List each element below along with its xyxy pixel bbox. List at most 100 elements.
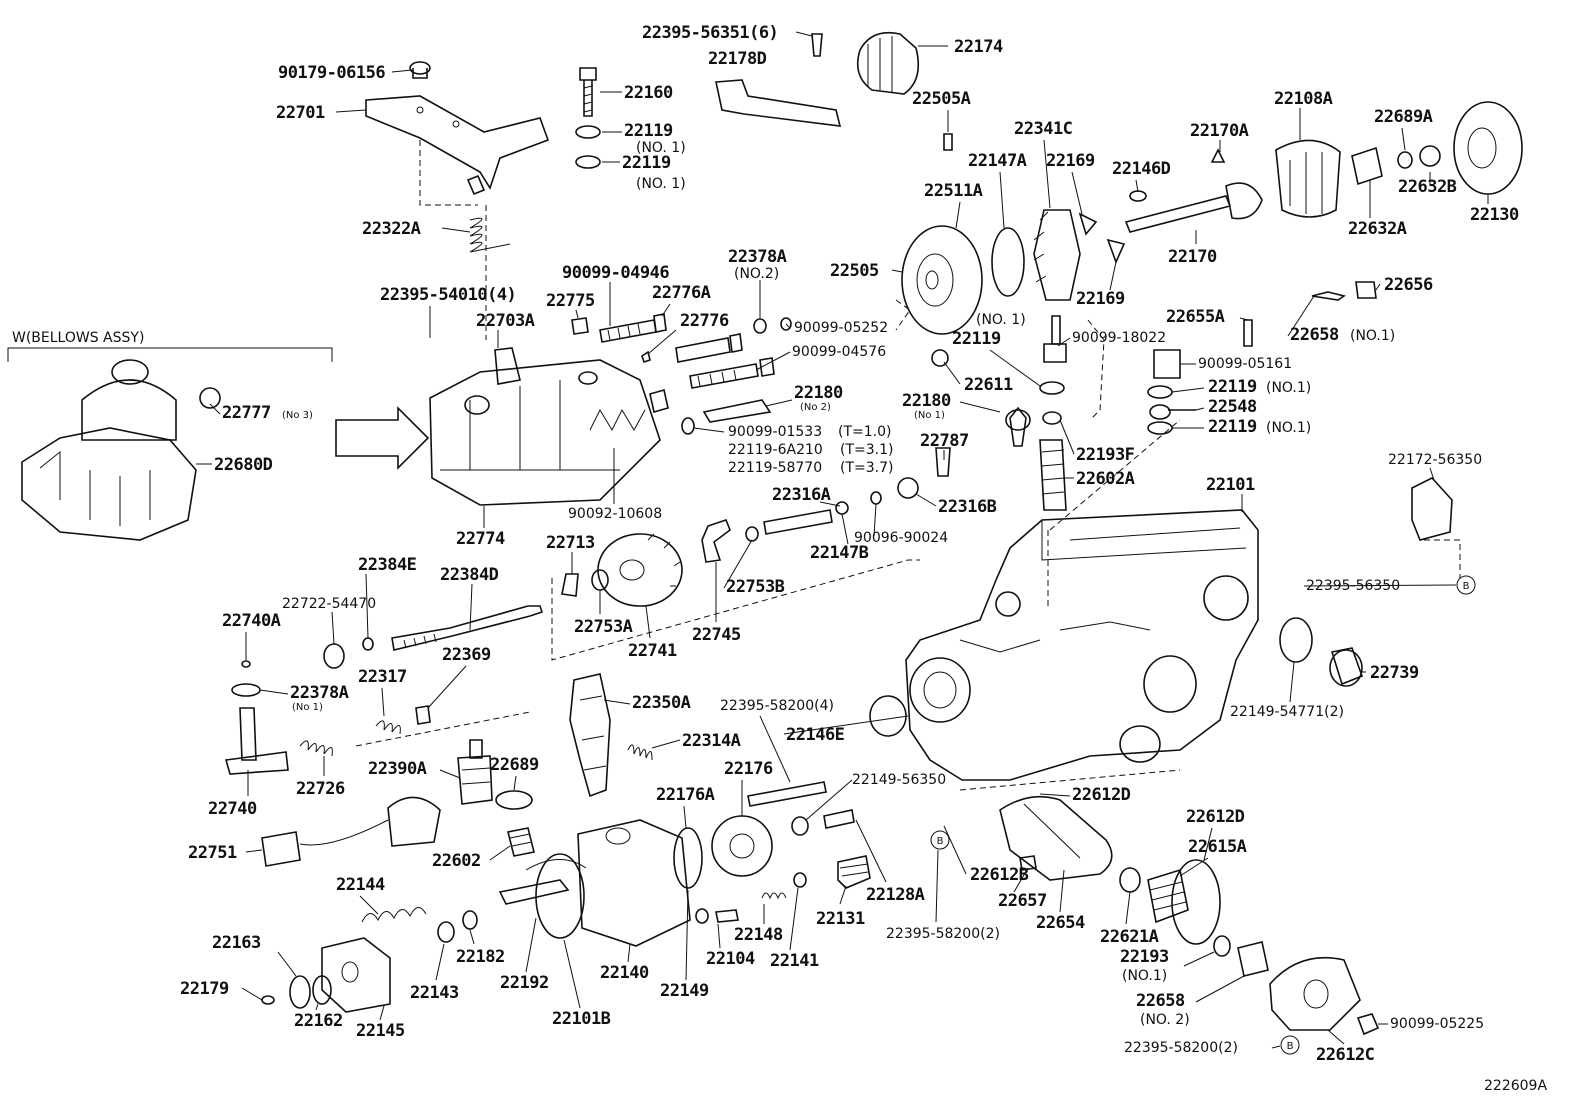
part-shapes — [7, 31, 1523, 1036]
part-label: 22505 — [830, 261, 879, 281]
marker-b: B — [937, 836, 944, 847]
part-label: 22615A — [1188, 837, 1247, 857]
part-label: 22162 — [294, 1011, 343, 1031]
part-label: 22316B — [938, 497, 997, 517]
part-label: 22322A — [362, 219, 421, 239]
part-label: 22174 — [954, 37, 1003, 57]
part-label: 22119-6A210 — [728, 442, 823, 458]
part-label: (NO. 1) — [636, 176, 686, 192]
marker-b: B — [1287, 1041, 1294, 1052]
part-label: 22753B — [726, 577, 785, 597]
part-label: 22180 — [902, 391, 951, 411]
part-label: 22395-54010(4) — [380, 285, 516, 305]
part-label: 22182 — [456, 947, 505, 967]
part-label: 22317 — [358, 667, 407, 687]
part-label: 22176A — [656, 785, 715, 805]
part-label: 22148 — [734, 925, 783, 945]
part-label: 22689 — [490, 755, 539, 775]
part-label: 22101 — [1206, 475, 1255, 495]
part-label: 22390A — [368, 759, 427, 779]
part-label: 22169 — [1076, 289, 1125, 309]
part-label: 90099-04576 — [792, 344, 886, 360]
part-label: 22119 — [952, 329, 1001, 349]
part-label: 22656 — [1384, 275, 1433, 295]
part-label: (No 1) — [914, 410, 945, 421]
leader-lines — [196, 31, 1489, 1049]
part-label: 22612C — [1316, 1045, 1374, 1065]
part-label: 22713 — [546, 533, 595, 553]
part-label: 22602 — [432, 851, 481, 871]
part-label: 22775 — [546, 291, 595, 311]
part-label: 22149-56350 — [852, 772, 946, 788]
part-label: 22193F — [1076, 445, 1135, 465]
part-label: (No 1) — [292, 702, 323, 713]
part-label: 90092-10608 — [568, 506, 662, 522]
part-label: 22395-56351(6) — [642, 23, 778, 43]
part-label: 22777 — [222, 403, 271, 423]
part-label: 22740 — [208, 799, 257, 819]
part-label: 22119 — [622, 153, 671, 173]
part-label: 22787 — [920, 431, 969, 451]
part-label: 22163 — [212, 933, 261, 953]
part-label: 22722-54470 — [282, 596, 376, 612]
part-label: 22119 — [1208, 377, 1257, 397]
part-label: 22170 — [1168, 247, 1217, 267]
part-label: 22350A — [632, 693, 691, 713]
part-label: 22180 — [794, 383, 843, 403]
part-label: 22369 — [442, 645, 491, 665]
part-label: 22753A — [574, 617, 633, 637]
part-label: 22658 — [1290, 325, 1339, 345]
part-label: 22160 — [624, 83, 673, 103]
part-label: 22147B — [810, 543, 869, 563]
part-label: 22621A — [1100, 927, 1159, 947]
part-label: 90099-05225 — [1390, 1016, 1484, 1032]
part-label: 22395-58200(2) — [1124, 1040, 1238, 1056]
part-label: 90099-01533 — [728, 424, 822, 440]
part-label: 22384E — [358, 555, 417, 575]
part-label: 22703A — [476, 311, 535, 331]
part-label: 22741 — [628, 641, 677, 661]
part-label: 22611 — [964, 375, 1013, 395]
part-label: 22395-58200(4) — [720, 698, 834, 714]
part-label: 22701 — [276, 103, 325, 123]
part-label: 22395-58200(2) — [886, 926, 1000, 942]
part-label: 22146E — [786, 725, 845, 745]
part-label: 22192 — [500, 973, 549, 993]
marker-b: B — [1463, 581, 1470, 592]
part-label: 90099-18022 — [1072, 330, 1166, 346]
part-label: 22144 — [336, 875, 385, 895]
part-label: 22316A — [772, 485, 831, 505]
part-label: (NO.1) — [1266, 420, 1311, 436]
part-label: 22341C — [1014, 119, 1072, 139]
part-label: 22776 — [680, 311, 729, 331]
part-label: (NO. 1) — [636, 140, 686, 156]
part-label: 22128A — [866, 885, 925, 905]
part-label: 22140 — [600, 963, 649, 983]
part-label: 22145 — [356, 1021, 405, 1041]
group-label: W(BELLOWS ASSY) — [12, 330, 144, 346]
part-label: 22776A — [652, 283, 711, 303]
part-label: 22658 — [1136, 991, 1185, 1011]
part-label: 22378A — [290, 683, 349, 703]
part-label: 22131 — [816, 909, 865, 929]
part-label: 22511A — [924, 181, 983, 201]
part-label: (NO.1) — [1266, 380, 1311, 396]
figure-code: 222609A — [1484, 1078, 1547, 1094]
part-label: 22726 — [296, 779, 345, 799]
part-label: 22655A — [1166, 307, 1225, 327]
part-label: (T=1.0) — [838, 424, 891, 440]
part-label: 22101B — [552, 1009, 611, 1029]
part-label: 22680D — [214, 455, 273, 475]
part-label: 90099-05161 — [1198, 356, 1292, 372]
part-label: 22384D — [440, 565, 499, 585]
part-label: 22170A — [1190, 121, 1249, 141]
part-label: 22378A — [728, 247, 787, 267]
part-label: 22654 — [1036, 913, 1085, 933]
part-label: (NO.1) — [1122, 968, 1167, 984]
part-label: 22657 — [998, 891, 1047, 911]
part-label: 22193 — [1120, 947, 1169, 967]
part-label: 22104 — [706, 949, 755, 969]
part-label: 22130 — [1470, 205, 1519, 225]
part-label: 22178D — [708, 49, 767, 69]
